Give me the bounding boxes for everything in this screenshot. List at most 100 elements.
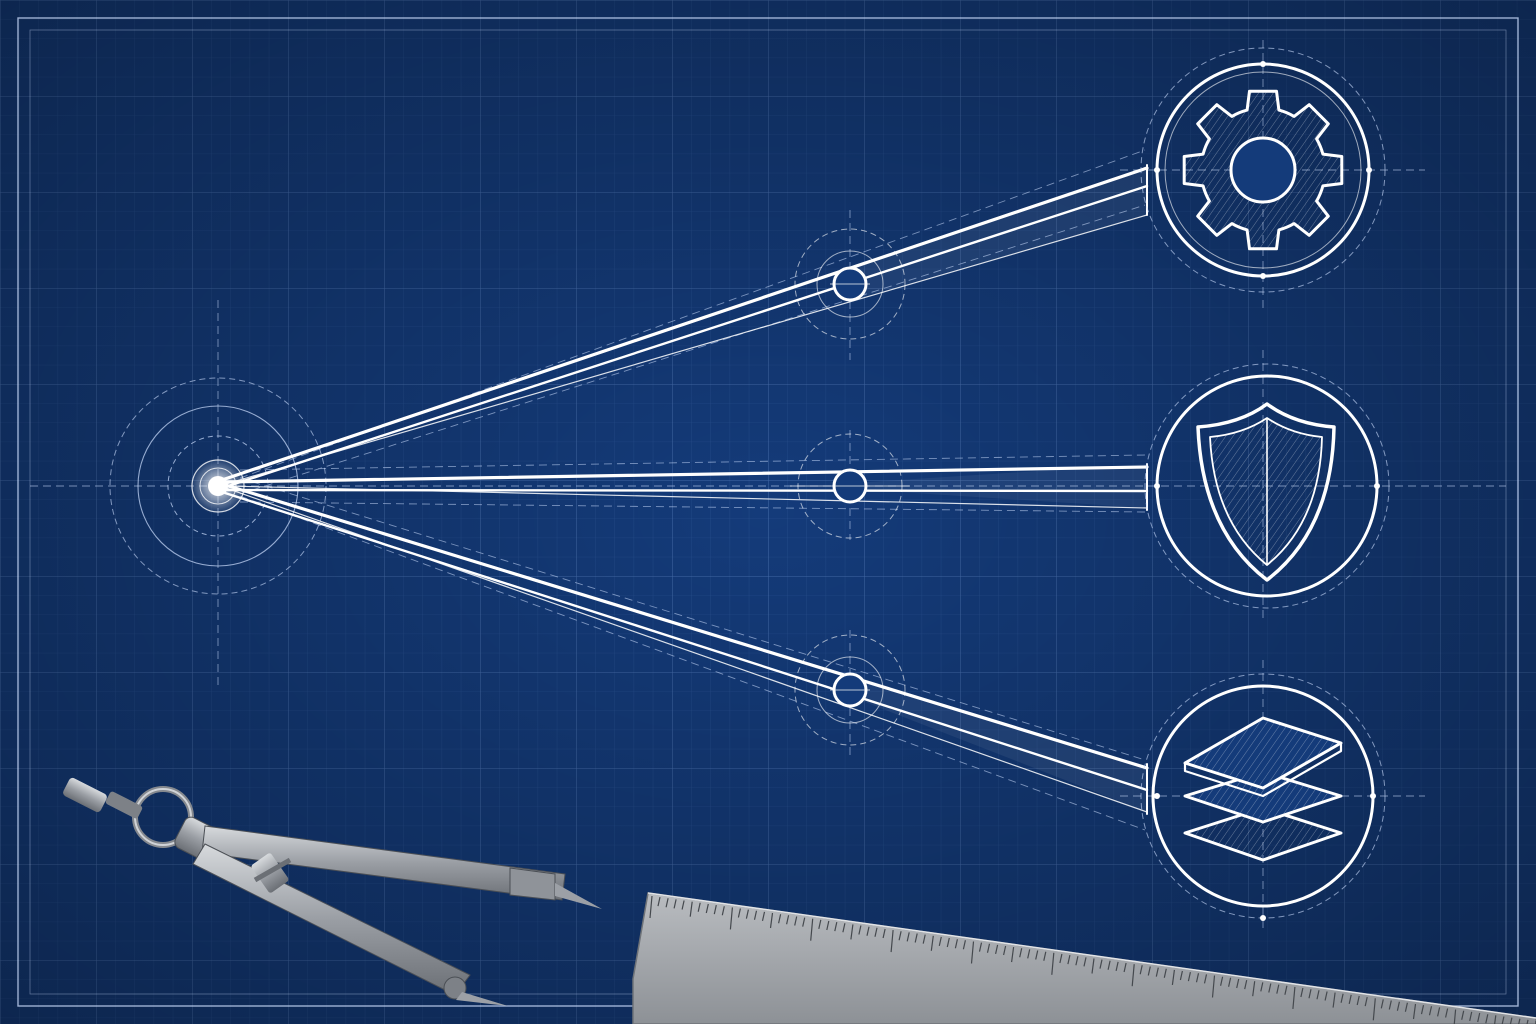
layers-icon <box>1183 716 1343 862</box>
ruler-tick <box>729 907 733 930</box>
ruler-tick <box>995 944 999 955</box>
branch-top <box>220 164 1149 490</box>
ruler-tick <box>1260 982 1264 992</box>
ruler-tick <box>1195 973 1200 983</box>
ruler-tick <box>1494 1015 1497 1024</box>
ruler-tick <box>737 908 741 918</box>
ruler-tick <box>1187 971 1191 982</box>
ruler-tick <box>1372 998 1376 1021</box>
ruler-tick <box>850 924 854 940</box>
ruler-tick <box>1043 951 1047 961</box>
ruler-tick <box>794 916 798 926</box>
ruler-tick <box>1155 967 1159 977</box>
ruler-tick <box>954 939 958 949</box>
ruler-tick <box>689 901 693 917</box>
ruler-tick <box>1340 993 1344 1003</box>
ruler-tick <box>898 931 902 941</box>
ruler-tick <box>1083 957 1087 967</box>
ruler-tick <box>818 919 822 930</box>
gear-node <box>1140 47 1386 293</box>
ruler-tick <box>1268 983 1272 993</box>
ruler-tick <box>1220 976 1224 986</box>
ruler-tick <box>786 915 790 925</box>
shield-node <box>1144 363 1390 609</box>
ruler-tick <box>681 900 685 910</box>
ruler-tick <box>1364 996 1368 1007</box>
ruler-tick <box>1308 989 1312 999</box>
ruler-tick <box>1485 1014 1489 1024</box>
ruler-tick <box>842 923 846 933</box>
ruler-tick <box>1171 969 1175 985</box>
ruler-tick <box>1139 965 1143 975</box>
ruler-tick <box>1059 953 1063 964</box>
ruler-tick <box>1075 956 1079 966</box>
ruler-tick <box>946 937 950 948</box>
ruler-tick <box>1067 954 1071 965</box>
ruler-tick <box>1203 974 1208 984</box>
ruler-tick <box>834 921 838 932</box>
ruler-tick <box>930 935 934 951</box>
ruler-tick <box>1099 959 1103 969</box>
ruler-tick <box>1211 975 1216 998</box>
ruler-tick <box>1147 966 1151 976</box>
ruler-tick <box>802 917 806 927</box>
ruler-tick <box>1412 1003 1417 1020</box>
ruler-tick <box>721 906 725 916</box>
ruler-tick <box>649 895 653 919</box>
ruler-tick <box>1284 985 1288 995</box>
ruler-tick <box>1526 1019 1529 1024</box>
ruler-tick <box>1252 981 1256 997</box>
ruler-tick <box>1518 1018 1521 1024</box>
ruler-tick <box>1501 1016 1505 1024</box>
ruler-tick <box>745 909 749 919</box>
ruler-tick <box>826 920 830 931</box>
ruler-tick <box>1348 994 1352 1005</box>
ruler-tick <box>1051 952 1055 975</box>
ruler-tick <box>1300 987 1304 998</box>
midpoint-node-middle <box>790 433 910 539</box>
ruler-tick <box>673 899 677 909</box>
ruler-tick <box>1509 1017 1513 1024</box>
ruler-tick <box>866 926 870 936</box>
ruler-tick <box>1332 992 1336 1008</box>
ruler-tick <box>1123 962 1127 973</box>
ruler-tick <box>1236 978 1240 989</box>
ruler-tick <box>1035 950 1039 960</box>
ruler-tick <box>1292 986 1296 1009</box>
ruler-tick <box>1396 1001 1400 1011</box>
ruler-tick <box>1244 979 1248 990</box>
branch-middle <box>220 463 1149 511</box>
ruler-tick <box>753 910 758 920</box>
ruler-tick <box>978 942 983 952</box>
ruler-tick <box>1420 1004 1425 1015</box>
ruler-tick <box>922 934 926 944</box>
ruler-tick <box>1477 1012 1481 1023</box>
ruler-tick <box>1461 1010 1465 1020</box>
midpoint-node-bottom <box>794 634 906 746</box>
ruler-tick <box>1324 991 1328 1001</box>
ruler-tick <box>761 911 766 922</box>
ruler-tick <box>778 914 782 924</box>
ruler-tick <box>1453 1009 1457 1024</box>
ruler-tick <box>914 933 918 943</box>
ruler-tick <box>657 896 661 907</box>
ruler-tick <box>1445 1008 1449 1018</box>
ruler-tick <box>1228 977 1232 987</box>
gear-icon <box>1182 89 1344 251</box>
ruler-tick <box>938 936 942 947</box>
ruler-tick <box>1115 961 1119 972</box>
ruler-tick <box>697 902 701 912</box>
ruler-tick <box>962 940 966 950</box>
ruler-tick <box>1011 947 1015 963</box>
midpoint-node-top <box>794 228 906 340</box>
ruler-tick <box>1027 949 1031 959</box>
ruler-tick <box>1163 968 1167 978</box>
ruler-tick <box>713 904 717 915</box>
ruler-tick <box>1003 945 1007 956</box>
ruler-tick <box>1131 964 1135 987</box>
ruler-tick <box>769 912 774 929</box>
ruler-tick <box>1179 970 1183 981</box>
ruler-tick <box>906 932 910 942</box>
ruler-tick <box>986 943 991 953</box>
drafting-compass-icon <box>63 777 602 1006</box>
